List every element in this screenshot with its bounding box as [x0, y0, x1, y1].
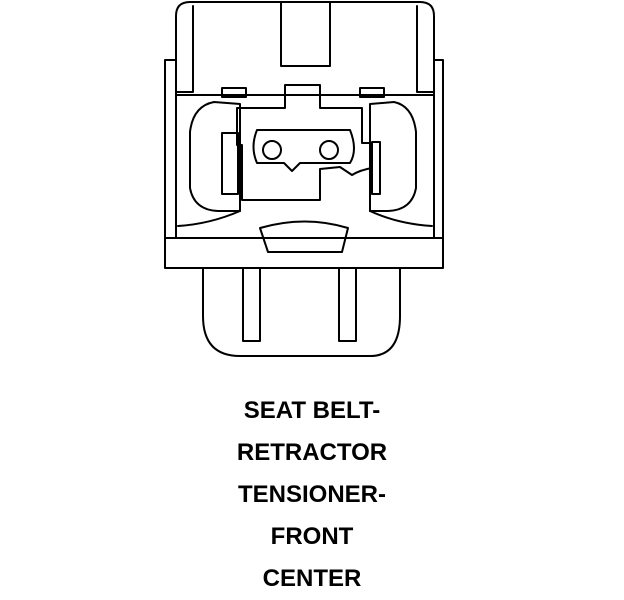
right-cavity-outer	[369, 101, 417, 212]
caption-line-2: RETRACTOR	[236, 439, 388, 466]
top-center-slot	[280, 1, 331, 67]
left-latch-tab	[221, 87, 247, 98]
lower-right-contour	[369, 210, 433, 227]
left-cavity-outer	[189, 101, 241, 212]
caption-line-5: CENTER	[262, 565, 362, 592]
connector-face-diagram	[164, 1, 444, 357]
right-latch-tab	[359, 87, 385, 98]
top-left-slot	[175, 5, 194, 93]
terminal-pin-2	[319, 140, 339, 160]
lower-left-contour	[177, 210, 241, 227]
caption-line-4: FRONT	[270, 523, 354, 550]
caption-line-3: TENSIONER-	[237, 481, 386, 508]
terminal-block-outline	[236, 84, 373, 201]
housing-outline	[164, 1, 444, 269]
left-cavity-inner	[221, 132, 239, 195]
shroud-outline	[202, 267, 401, 357]
right-cavity-inner	[371, 141, 381, 195]
terminal-pocket	[252, 129, 355, 172]
shroud-right-slot	[338, 267, 357, 342]
terminal-block	[236, 84, 373, 201]
connector-upper-housing	[164, 1, 444, 269]
caption-line-1: SEAT BELT-	[243, 397, 381, 424]
connector-lower-shroud	[202, 267, 401, 357]
polarization-key	[259, 220, 349, 253]
shroud-left-slot	[242, 267, 261, 342]
terminal-pin-1	[262, 140, 282, 160]
top-right-slot	[416, 5, 435, 93]
